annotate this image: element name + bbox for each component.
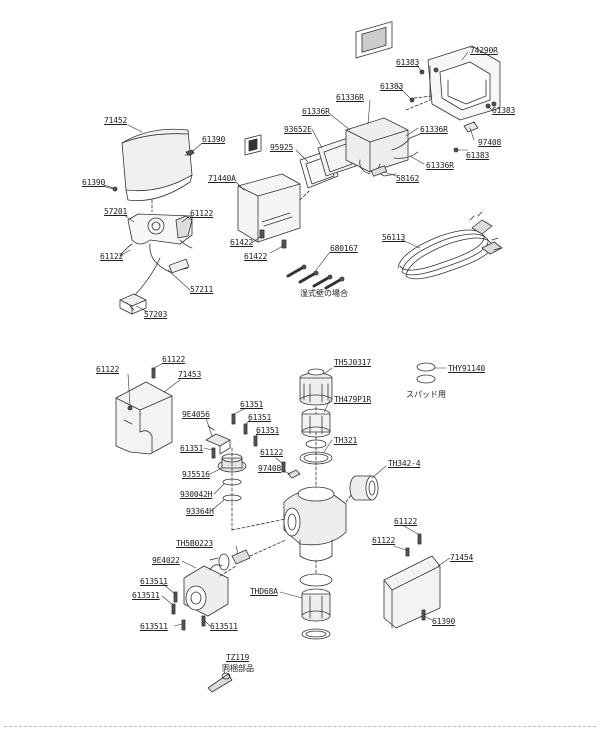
bracket-57201 [119,213,193,257]
label-58162: 58162 [396,174,420,183]
label-93364H: 93364H [186,507,214,516]
clip-97408-a [463,121,479,133]
label-61122-d: 61122 [162,355,186,364]
label-61336R-b: 61336R [336,93,364,102]
screw-61390-a [185,149,195,156]
frame-74290R [427,45,501,121]
label-THY91140: THY91140 [448,364,485,373]
label-56113: 56113 [382,233,406,242]
label-93652E: 93652E [284,125,312,134]
note-spud: スパッド用 [406,390,446,399]
label-97408-b: 97408 [258,464,282,473]
label-61122-e: 61122 [260,448,284,457]
valve-unit-61336R [345,21,421,177]
label-930042H: 930042H [180,490,213,499]
tool-TZ119 [207,672,233,693]
label-61351-c: 61351 [256,426,280,435]
label-613511-b: 613511 [132,591,160,600]
label-61122-a: 61122 [190,209,214,218]
label-613511-c: 613511 [140,622,168,631]
label-61351-d: 61351 [180,444,204,453]
adapters-680167 [286,264,345,290]
solenoid-9E4022 [183,564,229,617]
label-61422-b: 61422 [244,252,268,261]
note-included-parts: 同梱部品 [222,664,254,673]
fitting-TH5B0223 [209,549,251,571]
label-TH5B0223: TH5B0223 [176,539,213,548]
label-95925: 95925 [270,143,294,152]
label-613511-a: 613511 [140,577,168,586]
label-61336R-c: 61336R [420,125,448,134]
cartridge-TH479P1R [301,408,331,449]
screw-61390-c [421,609,426,621]
label-61383-a: 61383 [396,58,420,67]
union-TH342-4 [349,475,379,501]
valve-body [283,486,347,562]
note-wet-wall: 湿式壁の場合 [300,289,348,298]
cover-71453 [115,381,173,455]
cover-71454 [383,555,441,629]
label-61122-f: 61122 [394,517,418,526]
label-61351-b: 61351 [248,413,272,422]
label-61390-c: 61390 [432,617,456,626]
label-9E4056: 9E4056 [182,410,210,419]
label-61122-c: 61122 [96,365,120,374]
screws-61122-fg [405,533,422,557]
filter-THD68A [299,573,333,640]
plug-58162 [370,165,388,177]
label-TZ119: TZ119 [226,653,250,662]
control-box-71440A [237,134,301,243]
label-9J5516: 9J5516 [182,470,210,479]
screw-61383-d [453,147,459,153]
clip-97408-b [287,469,301,479]
label-61122-g: 61122 [372,536,396,545]
connector-57203 [119,293,147,315]
label-71452: 71452 [104,116,128,125]
label-74290R: 74290R [470,46,498,55]
label-57203: 57203 [144,310,168,319]
label-TH321: TH321 [334,436,358,445]
orings-THY91140 [416,362,436,384]
label-TH5J0317: TH5J0317 [334,358,371,367]
screws-61351 [211,413,258,459]
label-71440A: 71440A [208,174,236,183]
label-61122-b: 61122 [100,252,124,261]
label-57211: 57211 [190,285,214,294]
leader-lines [101,51,493,675]
solenoid-9E4056 [205,425,231,455]
label-61336R-a: 61336R [302,107,330,116]
label-TH479P1R: TH479P1R [334,395,371,404]
screw-61122-c [127,405,133,411]
screw-61422-a [259,229,265,239]
screw-61422-b [281,239,287,249]
cap-TH5J0317 [299,368,333,406]
screw-61390-b [103,184,118,192]
label-613511-d: 613511 [210,622,238,631]
label-680167: 680167 [330,244,358,253]
label-71453: 71453 [178,370,202,379]
sensor-cover-71452 [121,128,193,201]
label-TH342-4: TH342-4 [388,459,421,468]
label-61390-a: 61390 [202,135,226,144]
label-61383-b: 61383 [380,82,404,91]
label-61336R-d: 61336R [426,161,454,170]
label-61422-a: 61422 [230,238,254,247]
label-61383-c: 61383 [492,106,516,115]
label-97408-a: 97408 [478,138,502,147]
label-61383-d: 61383 [466,151,490,160]
page-border [4,726,596,727]
label-THD68A: THD68A [250,587,278,596]
label-61351-a: 61351 [240,400,264,409]
screw-61122-d [151,367,156,379]
cable-56113 [397,211,503,280]
screws-613511 [171,591,206,631]
screw-61122-e [281,461,286,473]
label-71454: 71454 [450,553,474,562]
ring-TH321 [299,451,333,465]
label-61390-b: 61390 [82,178,106,187]
label-57201: 57201 [104,207,128,216]
label-9E4022: 9E4022 [152,556,180,565]
